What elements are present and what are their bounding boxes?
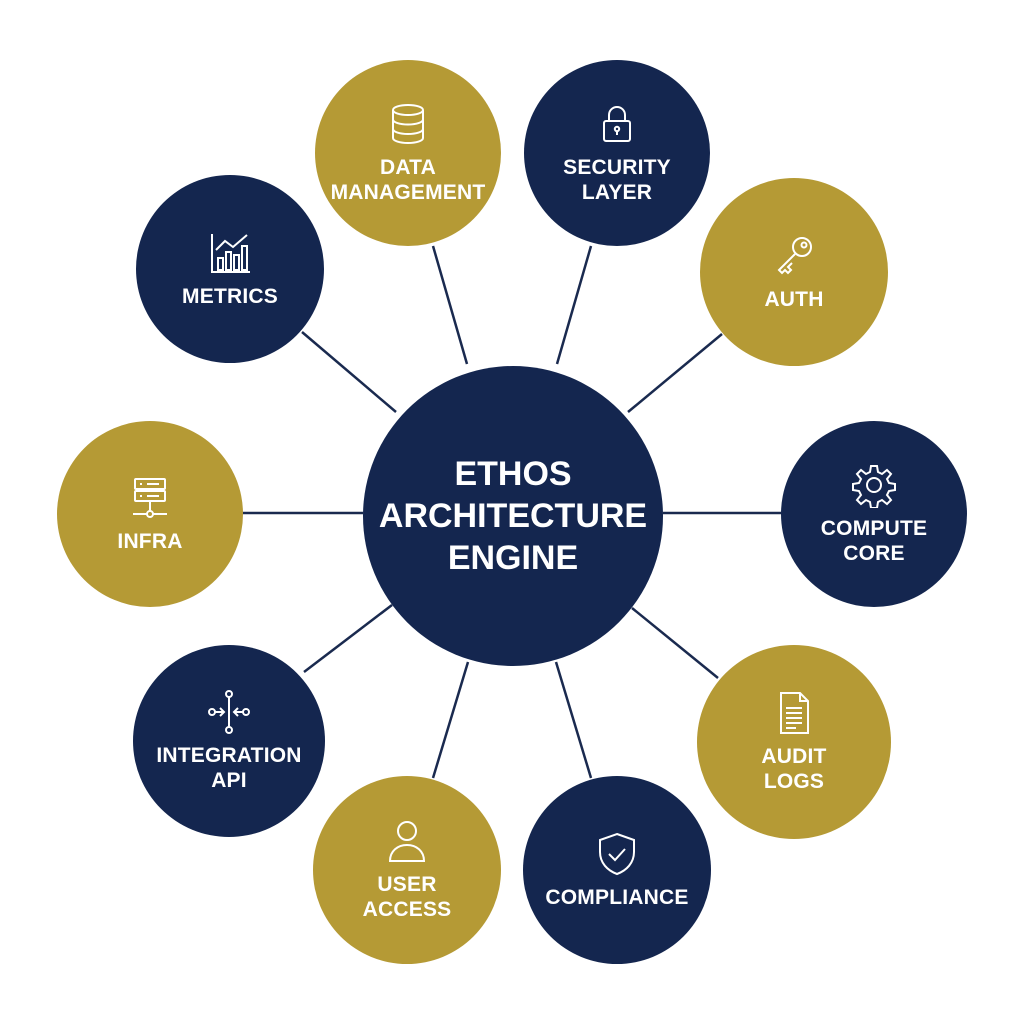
- node-label: COMPLIANCE: [545, 885, 689, 909]
- central-hub: ETHOS ARCHITECTURE ENGINE: [363, 366, 663, 666]
- node-label: USER ACCESS: [362, 873, 452, 921]
- node-label: INTEGRATION API: [156, 744, 302, 792]
- node-data-management[interactable]: DATA MANAGEMENT: [315, 60, 501, 246]
- lock-icon: [594, 101, 640, 147]
- node-auth[interactable]: AUTH: [700, 178, 888, 366]
- hub-title-line-2: ARCHITECTURE: [378, 497, 648, 535]
- node-label: AUTH: [764, 287, 824, 311]
- connector-metrics: [301, 331, 397, 413]
- node-compute-core[interactable]: COMPUTE CORE: [781, 421, 967, 607]
- gear-icon: [851, 462, 897, 508]
- shield-check-icon: [594, 831, 640, 877]
- connector-compliance: [554, 661, 593, 779]
- bar-chart-icon: [207, 230, 253, 276]
- node-integration-api[interactable]: INTEGRATION API: [133, 645, 325, 837]
- document-icon: [771, 690, 817, 736]
- hub-title-line-3: ENGINE: [447, 539, 579, 577]
- node-user-access[interactable]: USER ACCESS: [313, 776, 501, 964]
- node-metrics[interactable]: METRICS: [136, 175, 324, 363]
- server-icon: [127, 475, 173, 521]
- node-infra[interactable]: INFRA: [57, 421, 243, 607]
- node-audit-logs[interactable]: AUDIT LOGS: [697, 645, 891, 839]
- connector-audit: [631, 607, 719, 679]
- connector-icon: [206, 689, 252, 735]
- hub-title-line-1: ETHOS: [454, 455, 572, 493]
- connector-auth: [627, 333, 723, 413]
- connector-user: [431, 661, 470, 779]
- node-label: COMPUTE CORE: [820, 517, 928, 565]
- database-icon: [385, 101, 431, 147]
- node-label: AUDIT LOGS: [761, 745, 827, 793]
- node-label: METRICS: [182, 284, 278, 308]
- user-icon: [384, 818, 430, 864]
- connector-data: [431, 245, 469, 365]
- node-label: SECURITY LAYER: [563, 156, 671, 204]
- node-compliance[interactable]: COMPLIANCE: [523, 776, 711, 964]
- node-label: INFRA: [117, 529, 183, 553]
- node-label: DATA MANAGEMENT: [330, 156, 486, 204]
- node-security-layer[interactable]: SECURITY LAYER: [524, 60, 710, 246]
- connector-security: [555, 245, 593, 365]
- key-icon: [771, 233, 817, 279]
- connector-integration: [303, 604, 393, 673]
